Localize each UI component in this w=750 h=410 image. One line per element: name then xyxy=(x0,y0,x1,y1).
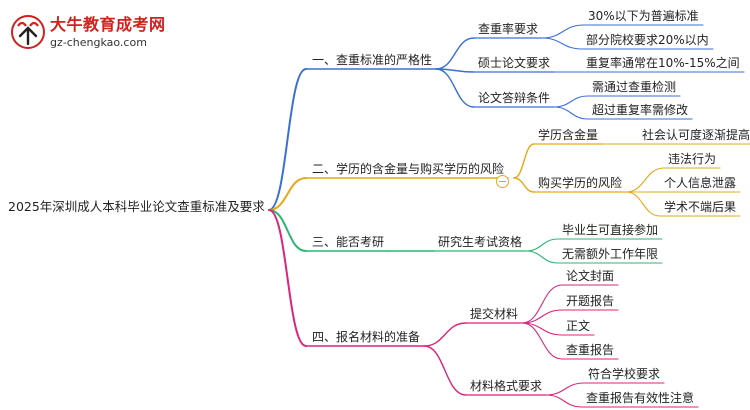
child-connector-3-1 xyxy=(423,345,467,396)
leaf-social-recognition[interactable]: 社会认可度逐渐提高 xyxy=(642,128,750,142)
root-connector-2 xyxy=(268,209,307,252)
leaf-connector-3-0-1 xyxy=(521,309,563,324)
leaf-no-work-years[interactable]: 无需额外工作年限 xyxy=(562,247,659,261)
root-topic[interactable]: 2025年深圳成人本科毕业论文查重标准及要求 xyxy=(8,199,265,214)
bull-logo-icon xyxy=(11,15,45,49)
node-defense-condition[interactable]: 论文答辩条件 xyxy=(478,91,551,105)
leaf-connector-1-1-0 xyxy=(625,167,665,193)
node-exam-eligibility[interactable]: 研究生考试资格 xyxy=(438,235,523,249)
child-connector-3-0 xyxy=(423,322,467,347)
root-connector-0 xyxy=(268,68,307,211)
leaf-connector-2-0-0 xyxy=(525,238,559,252)
child-connector-0-2 xyxy=(435,68,475,108)
leaf-graduate-direct[interactable]: 毕业生可直接参加 xyxy=(562,223,659,237)
collapse-toggle-icon[interactable] xyxy=(496,175,509,188)
root-connector-3 xyxy=(268,209,307,347)
leaf-proposal[interactable]: 开题报告 xyxy=(566,294,615,308)
leaf-connector-1-1-2 xyxy=(625,191,661,217)
branch-postgraduate[interactable]: 三、能否考研 xyxy=(312,235,385,249)
leaf-connector-0-0-1 xyxy=(541,37,583,50)
branch-strictness[interactable]: 一、查重标准的严格性 xyxy=(312,53,433,67)
leaf-info-leak[interactable]: 个人信息泄露 xyxy=(664,176,737,190)
branch-degree-value[interactable]: 二、学历的含金量与购买学历的风险 xyxy=(312,162,505,176)
node-master-thesis[interactable]: 硕士论文要求 xyxy=(478,56,551,70)
leaf-20-percent[interactable]: 部分院校要求20%以内 xyxy=(586,33,709,47)
leaf-check-report[interactable]: 查重报告 xyxy=(566,343,615,357)
root-connector-1 xyxy=(268,177,307,211)
leaf-connector-3-1-0 xyxy=(545,382,585,396)
leaf-10-15-percent[interactable]: 重复率通常在10%-15%之间 xyxy=(586,56,740,70)
leaf-connector-0-2-0 xyxy=(553,95,589,108)
node-buying-degree-risk[interactable]: 购买学历的风险 xyxy=(538,176,623,190)
branch-application-materials[interactable]: 四、报名材料的准备 xyxy=(312,330,421,344)
leaf-revise-if-over[interactable]: 超过重复率需修改 xyxy=(592,103,689,117)
node-format-requirements[interactable]: 材料格式要求 xyxy=(470,379,543,393)
leaf-connector-3-1-1 xyxy=(545,394,583,408)
leaf-connector-0-0-0 xyxy=(541,24,585,39)
leaf-meet-school[interactable]: 符合学校要求 xyxy=(588,367,661,381)
leaf-illegal[interactable]: 违法行为 xyxy=(668,152,717,166)
site-logo[interactable]: 大牛教育成考网 gz-chengkao.com xyxy=(10,14,178,54)
leaf-connector-2-0-1 xyxy=(525,250,559,264)
node-check-rate[interactable]: 查重率要求 xyxy=(478,22,539,36)
leaf-connector-3-0-0 xyxy=(521,284,563,324)
leaf-cover[interactable]: 论文封面 xyxy=(566,269,615,283)
leaf-report-validity[interactable]: 查重报告有效性注意 xyxy=(586,391,695,405)
leaf-connector-0-2-1 xyxy=(553,106,589,120)
child-connector-0-0 xyxy=(435,37,475,70)
leaf-connector-3-0-3 xyxy=(521,322,563,360)
node-degree-value[interactable]: 学历含金量 xyxy=(538,128,599,142)
leaf-pass-check[interactable]: 需通过查重检测 xyxy=(592,80,677,94)
child-connector-1-1 xyxy=(513,177,535,193)
leaf-academic-misconduct[interactable]: 学术不端后果 xyxy=(664,200,737,214)
logo-url: gz-chengkao.com xyxy=(50,36,147,49)
child-connector-1-0 xyxy=(513,143,535,179)
leaf-30-percent[interactable]: 30%以下为普遍标准 xyxy=(588,9,699,23)
node-submit-materials[interactable]: 提交材料 xyxy=(470,307,519,321)
logo-title: 大牛教育成考网 xyxy=(50,15,166,34)
leaf-main-text[interactable]: 正文 xyxy=(566,319,591,333)
